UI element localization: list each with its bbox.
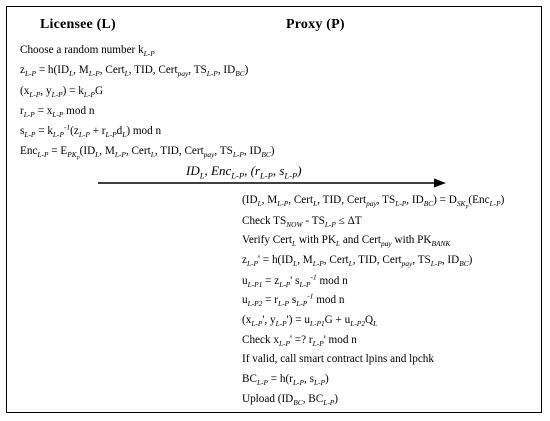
proxy-step-1: (IDL, ML-P, CertL, TID, Certpay, TSL-P, …: [242, 194, 505, 211]
proxy-step-2: Check TSNOW - TSL-P ≤ ΔT: [242, 215, 362, 230]
proxy-step-9: If valid, call smart contract lpins and …: [242, 353, 434, 365]
licensee-step-3: (xL-P, yL-P) = kL-PG: [20, 85, 104, 100]
proxy-step-5: uL-P1 = zL-P' sL-P-1 mod n: [242, 272, 348, 290]
licensee-step-5: sL-P = kL-P-1(zL-P + rL-PdL) mod n: [20, 122, 162, 140]
proxy-step-11: Upload (IDBC, BCL-P): [242, 393, 339, 408]
transmitted-message: IDL, EncL-P, (rL-P, sL-P): [186, 163, 302, 181]
proxy-step-6: uL-P2 = rL-P sL-P-1 mod n: [242, 291, 345, 309]
licensee-step-2: zL-P = h(IDL, ML-P, CertL, TID, Certpay,…: [20, 64, 249, 79]
proxy-step-7: (xL-P', yL-P') = uL-P1G + uL-P2QL: [242, 314, 378, 329]
licensee-step-4: rL-P = xL-P mod n: [20, 105, 95, 120]
proxy-step-3: Verify CertL with PKL and Certpay with P…: [242, 234, 451, 249]
proxy-step-8: Check xL-P' =? rL-P' mod n: [242, 334, 357, 349]
licensee-header: Licensee (L): [40, 17, 116, 32]
protocol-frame: [6, 6, 542, 413]
proxy-step-4: zL-P' = h(IDL, ML-P, CertL, TID, Certpay…: [242, 254, 473, 269]
licensee-step-1: Choose a random number kL-P: [20, 44, 155, 59]
proxy-step-10: BCL-P = h(rL-P, sL-P): [242, 373, 329, 388]
proxy-header: Proxy (P): [286, 17, 345, 32]
licensee-step-6: EncL-P = EPKP(IDL, ML-P, CertL, TID, Cer…: [20, 145, 275, 162]
